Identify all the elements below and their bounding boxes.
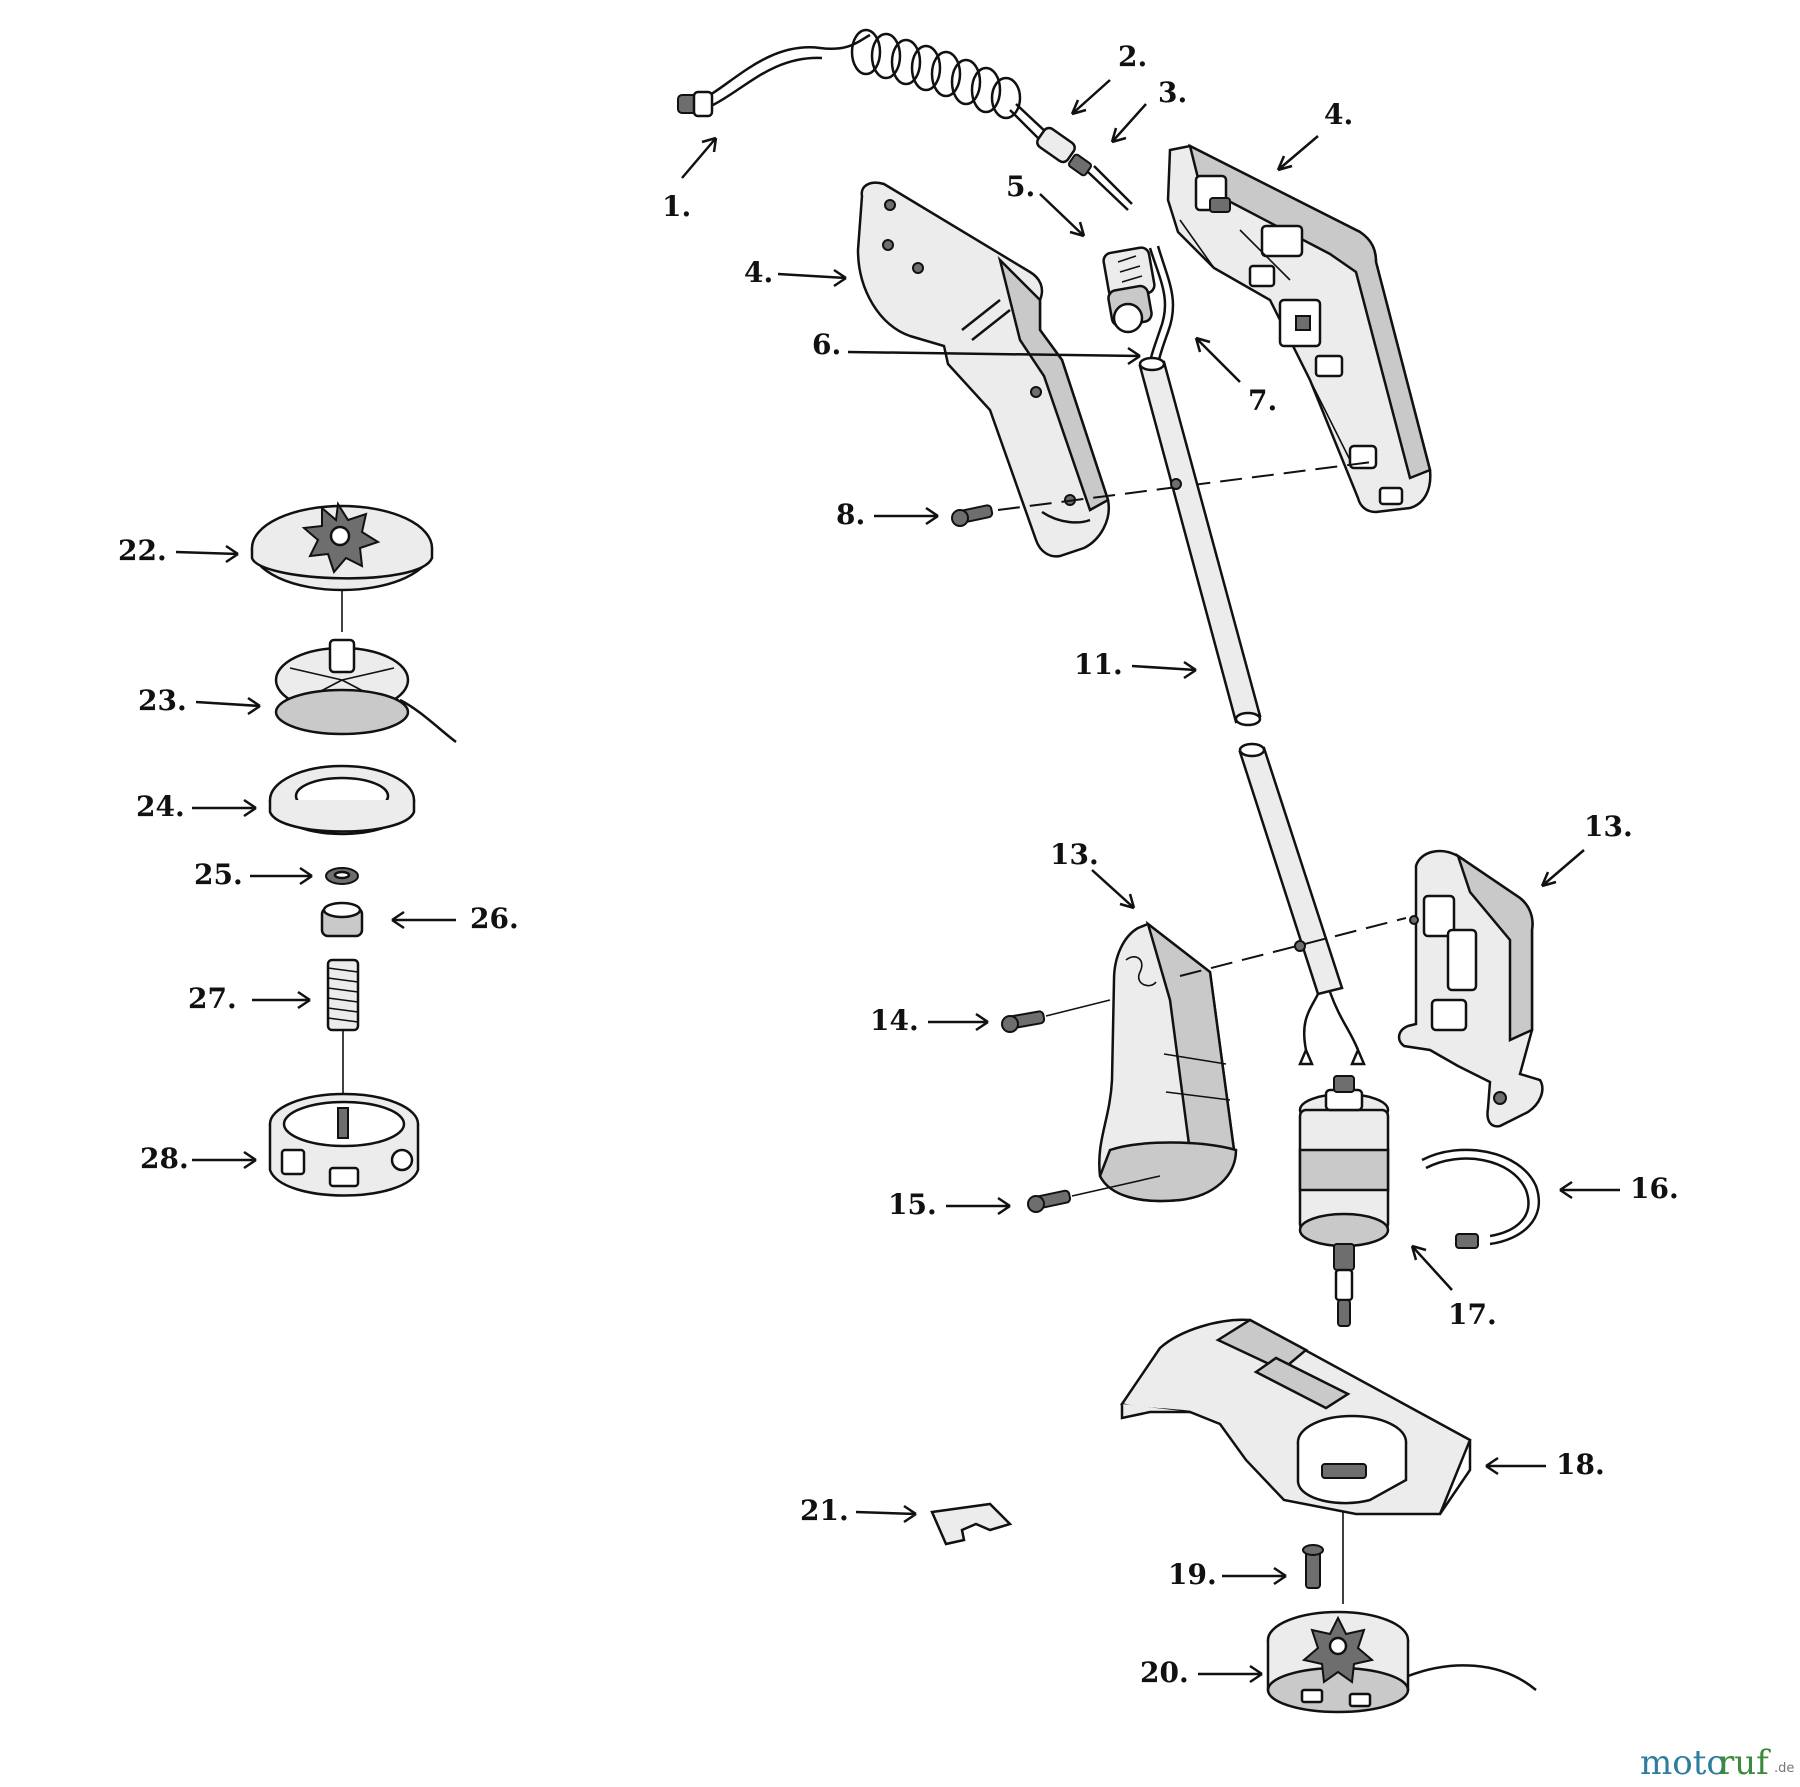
label-part-26: 26. [470, 902, 519, 935]
part-19-screw [1302, 1544, 1324, 1589]
part-4-handle-right [1166, 143, 1432, 514]
label-part-8: 8. [836, 498, 865, 531]
part-11-shaft [1138, 356, 1366, 1066]
part-labels: 1. 2. 3. 4. 4. 5. 6. 7. 8. 11. 13. 13. 1… [118, 40, 1679, 1689]
label-part-2: 2. [1118, 40, 1147, 73]
label-part-20: 20. [1140, 1656, 1189, 1689]
part-1-power-cord [677, 28, 1133, 211]
coiled-cord [850, 28, 1022, 120]
part-20-spool-assembly [1266, 1610, 1537, 1714]
watermark-part-1: moto [1640, 1743, 1727, 1783]
label-part-5: 5. [1006, 170, 1035, 203]
part-26-hub [320, 901, 364, 938]
part-22-spool-cover [250, 501, 434, 592]
part-18-guard [1120, 1318, 1472, 1516]
alignment-line-13 [1179, 917, 1407, 977]
label-part-6: 6. [812, 328, 841, 361]
part-16-clamp-band [1421, 1148, 1541, 1249]
part-24-ring [268, 764, 416, 836]
part-13-motor-housing-right [1397, 849, 1544, 1128]
label-part-7: 7. [1248, 384, 1277, 417]
label-part-27: 27. [188, 982, 237, 1015]
label-part-28: 28. [140, 1142, 189, 1175]
label-part-19: 19. [1168, 1558, 1217, 1591]
part-14-screw [1001, 1010, 1046, 1033]
watermark-suffix: .de [1774, 1761, 1794, 1776]
watermark-part-2: ruf [1718, 1743, 1771, 1783]
label-part-13-right: 13. [1584, 810, 1633, 843]
label-part-18: 18. [1556, 1448, 1605, 1481]
label-part-4-right: 4. [1324, 98, 1353, 131]
label-part-24: 24. [136, 790, 185, 823]
part-21-clip [930, 1502, 1013, 1546]
label-part-4-left: 4. [744, 256, 773, 289]
leader-15 [1071, 1175, 1161, 1197]
part-28-housing [268, 1092, 420, 1197]
watermark-logo: moto ruf .de [1640, 1743, 1794, 1783]
label-part-3: 3. [1158, 76, 1187, 109]
label-part-22: 22. [118, 534, 167, 567]
leader-14 [1045, 999, 1111, 1017]
part-25-washer [325, 867, 359, 885]
part-27-spring [326, 958, 360, 1032]
part-5-switch [1102, 246, 1156, 334]
part-13-motor-housing-left [1098, 920, 1238, 1203]
part-17-motor [1298, 1075, 1390, 1327]
label-part-17: 17. [1448, 1298, 1497, 1331]
label-part-15: 15. [888, 1188, 937, 1221]
part-15-screw [1027, 1189, 1072, 1213]
part-8-screw [951, 504, 994, 527]
label-part-13-left: 13. [1050, 838, 1099, 871]
label-part-1: 1. [662, 190, 691, 223]
part-6-7-wires [1148, 245, 1175, 365]
label-part-21: 21. [800, 1494, 849, 1527]
label-part-23: 23. [138, 684, 187, 717]
leader-arrows [175, 79, 1620, 1684]
label-part-25: 25. [194, 858, 243, 891]
label-part-14: 14. [870, 1004, 919, 1037]
label-part-16: 16. [1630, 1172, 1679, 1205]
part-23-spool [274, 638, 457, 743]
label-part-11: 11. [1074, 648, 1123, 681]
